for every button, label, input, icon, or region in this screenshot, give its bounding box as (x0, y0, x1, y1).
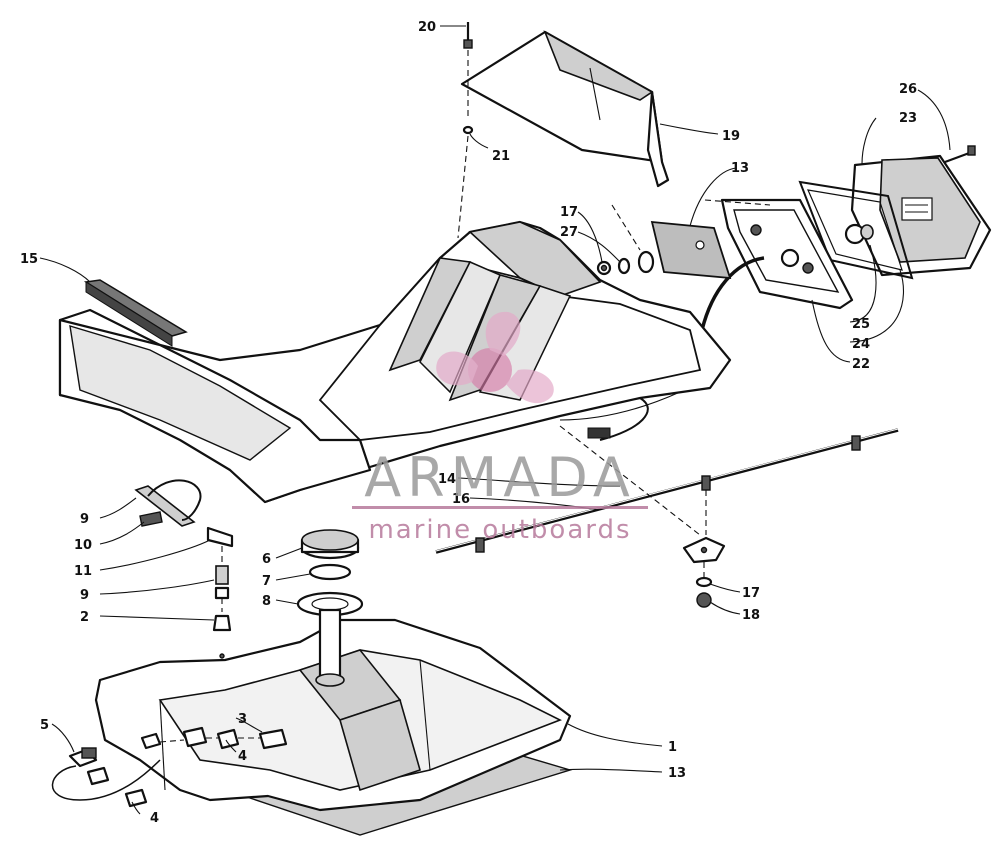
callout-20: 20 (418, 20, 436, 35)
armada-logo-icon (436, 311, 554, 404)
callout-2: 2 (80, 610, 89, 625)
callout-labels: 20 21 19 26 23 13 17 27 15 25 24 22 14 1… (20, 20, 917, 826)
trim-strip-15-part (83, 279, 188, 347)
callout-9-lower: 9 (80, 588, 89, 603)
callout-23: 23 (899, 111, 917, 126)
screw-20-part (457, 22, 474, 239)
rod-14-16-part (435, 425, 899, 554)
callout-7: 7 (262, 574, 271, 589)
tank-outlet-fittings-part (51, 726, 288, 808)
nut-washer-17-27 (596, 204, 655, 276)
fuel-tank-part (94, 618, 573, 836)
tail-light-cover-part (460, 30, 670, 188)
callout-14: 14 (438, 472, 456, 487)
fuel-cap-sender-part (296, 529, 364, 687)
callout-17-lower: 17 (742, 586, 760, 601)
callout-13-upper: 13 (731, 161, 749, 176)
seat-base-body-part (58, 220, 732, 504)
plate-bracket-part (650, 220, 732, 280)
callout-9-upper: 9 (80, 512, 89, 527)
callout-24: 24 (852, 337, 870, 352)
callout-10: 10 (74, 538, 92, 553)
callout-25: 25 (852, 317, 870, 332)
callout-11: 11 (74, 564, 92, 579)
light-housing-part (699, 198, 874, 371)
callout-13-lower: 13 (668, 766, 686, 781)
callout-26: 26 (899, 82, 917, 97)
callout-27: 27 (560, 225, 578, 240)
leader-lines (39, 25, 951, 815)
tail-light-lens-part (850, 154, 992, 277)
bracket-nut-17-18 (682, 536, 726, 608)
vent-fittings-part (134, 479, 234, 659)
callout-3: 3 (238, 712, 247, 727)
watermark-brand: ARMADA (364, 446, 636, 509)
callout-19: 19 (722, 129, 740, 144)
armada-watermark: ARMADA marine outboards (352, 311, 648, 545)
callout-21: 21 (492, 149, 510, 164)
callout-4-lower: 4 (150, 811, 159, 826)
callout-17-upper: 17 (560, 205, 578, 220)
callout-6: 6 (262, 552, 271, 567)
callout-5: 5 (40, 718, 49, 733)
callout-16: 16 (452, 492, 470, 507)
watermark-rule (352, 506, 648, 509)
light-gasket-part (798, 180, 914, 280)
callout-1: 1 (668, 740, 677, 755)
screw-26-part (944, 145, 976, 164)
callout-4-right: 4 (238, 749, 247, 764)
callout-18: 18 (742, 608, 760, 623)
callout-8: 8 (262, 594, 271, 609)
callout-22: 22 (852, 357, 870, 372)
callout-15: 15 (20, 252, 38, 267)
watermark-tagline: marine outboards (368, 515, 631, 545)
